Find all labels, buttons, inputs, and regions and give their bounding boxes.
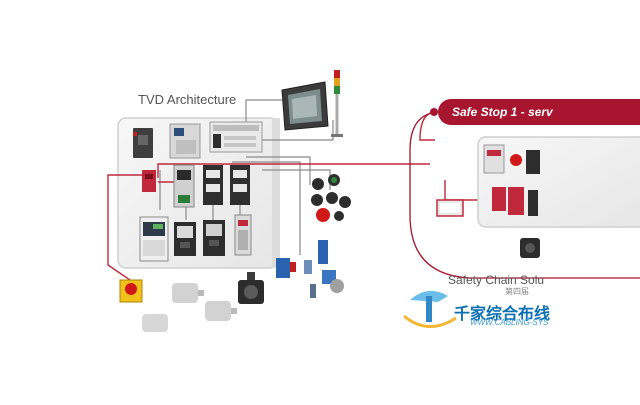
- servo-drive-icon: [234, 214, 252, 256]
- circuit-breaker-icon: [133, 128, 153, 158]
- watermark-logo-icon: [403, 290, 457, 328]
- servo-motor-icon: [520, 238, 540, 258]
- watermark-small-text: 第四届: [505, 287, 529, 296]
- variable-speed-drive-icon: [139, 216, 169, 262]
- hmi-terminal-icon: [281, 81, 329, 131]
- tvd-architecture-title: TVD Architecture: [138, 92, 237, 107]
- safety-relay-icon: [483, 144, 505, 174]
- motor-starter-icon: [173, 164, 195, 208]
- safety-relay-icon: [142, 170, 156, 192]
- tvd-cabinet-back: [272, 118, 280, 268]
- servo-motor-icon: [238, 272, 264, 304]
- contactor-icon: [203, 165, 223, 205]
- safety-relay-icon: [492, 187, 538, 216]
- callout-node: [430, 108, 438, 116]
- safety-chain-title: Safety Chain Solu: [448, 273, 545, 287]
- pushbutton-icon: [311, 174, 351, 222]
- ac-motor-icon: [172, 283, 204, 303]
- signal-tower-icon: [331, 70, 343, 137]
- emergency-stop-icon: [119, 279, 143, 303]
- safe-stop-banner: [438, 99, 640, 125]
- variable-speed-drive-icon: [174, 222, 196, 256]
- watermark-cn-text: 千家综合布线: [454, 306, 551, 323]
- contactor-icon: [230, 165, 250, 205]
- proximity-sensor-icon: [276, 240, 344, 298]
- power-supply-icon: [169, 123, 201, 159]
- safe-stop-label: Safe Stop 1 - serv: [452, 105, 553, 119]
- watermark-en-text: WWW.CABLING-SYS: [470, 318, 549, 327]
- variable-speed-drive-icon: [203, 220, 225, 256]
- light-curtain-icon: [436, 199, 464, 217]
- ac-motor-icon: [142, 314, 168, 332]
- ac-motor-icon: [205, 301, 237, 321]
- callout-arc: [409, 111, 640, 279]
- safety-module-icon: [510, 150, 540, 174]
- plc-icon: [209, 121, 263, 153]
